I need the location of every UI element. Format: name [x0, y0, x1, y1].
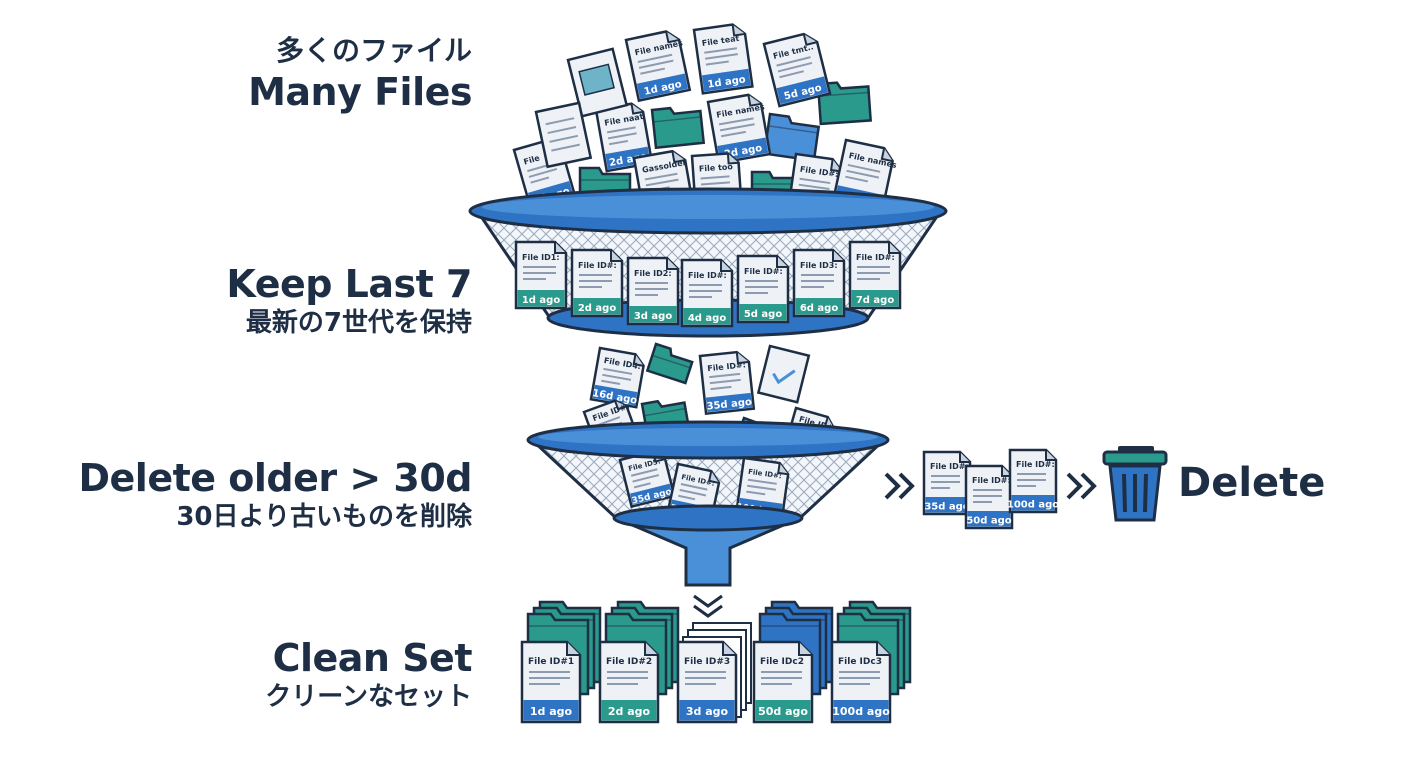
file-age: 1d ago — [522, 295, 561, 306]
file-title: File ID1: — [522, 253, 560, 262]
file-age: 2d ago — [608, 705, 651, 718]
stage-keep-en: Keep Last 7 — [226, 262, 472, 306]
file-card: File ID2: 3d ago — [626, 256, 680, 326]
file-title: File ID#: — [930, 462, 969, 471]
file-title: File ID#: — [707, 360, 746, 373]
file-card: File ID#: 7d ago — [848, 240, 902, 310]
file-title: File ID#: — [688, 271, 727, 280]
stage-delete-label: Delete older > 30d 30日より古いものを削除 — [78, 456, 472, 534]
file-card: File tmt..5d ago — [762, 32, 832, 108]
file-age: 2d ago — [578, 303, 617, 314]
clean-set-files: File ID#1 1d ago File ID#2 2d ago File ID#3 3… — [520, 600, 912, 724]
file-title: File ID#: — [1016, 460, 1055, 469]
stage-clean-en: Clean Set — [272, 636, 473, 680]
file-age: 50d ago — [758, 705, 808, 718]
file-age: 4d ago — [688, 313, 727, 324]
file-card: File ID4:16d ago — [589, 346, 645, 409]
stage-keep-label: Keep Last 7 最新の7世代を保持 — [226, 262, 472, 340]
stage-many-files-en: Many Files — [248, 70, 472, 114]
file-title: File ID#1 — [528, 657, 574, 667]
file-card: File ID#: 35d ago — [922, 450, 972, 516]
file-title: File ID#: — [856, 253, 895, 262]
file-card: File ID#1 1d ago — [520, 640, 582, 724]
stage-keep-jp: 最新の7世代を保持 — [245, 308, 472, 338]
file-card: File ID#3 3d ago — [676, 640, 738, 724]
stage-clean-jp: クリーンなセット — [265, 682, 472, 712]
spreadsheet-icon — [566, 47, 629, 118]
file-card: File ID#: 2d ago — [570, 248, 624, 318]
file-age: 7d ago — [856, 295, 895, 306]
file-card: File IDc3 100d ago — [830, 640, 892, 724]
file-card: File ID#: 35d ago — [698, 350, 756, 416]
file-card: File ID#: 100d ago — [1007, 448, 1059, 514]
file-card: File ID#: 50d ago — [964, 464, 1014, 530]
file-age: 100d ago — [1007, 500, 1059, 511]
document-icon — [534, 101, 593, 169]
checked-document-icon — [756, 344, 811, 404]
file-title: File ID2: — [634, 269, 672, 278]
stage-many-files-label: 多くのファイル Many Files — [248, 34, 472, 114]
file-title: File ID#2 — [606, 657, 652, 667]
file-age: 100d ago — [832, 705, 890, 718]
file-age: 50d ago — [966, 516, 1011, 527]
file-age: 3d ago — [634, 311, 673, 322]
arrow-down-icon — [693, 594, 723, 618]
file-age: 3d ago — [686, 705, 729, 718]
file-title: File — [523, 153, 542, 166]
delete-label: Delete — [1178, 460, 1326, 506]
file-age: 5d ago — [744, 309, 783, 320]
file-age: 6d ago — [800, 303, 839, 314]
file-title: File ID3: — [800, 261, 838, 270]
file-age: 35d ago — [924, 502, 969, 513]
arrow-to-delete-1 — [884, 472, 915, 500]
file-card: File ID#2 2d ago — [598, 640, 660, 724]
file-title: File ID#: — [744, 267, 783, 276]
file-title: File IDc2 — [760, 657, 804, 667]
file-title: File IDc3 — [838, 657, 882, 667]
file-age: 1d ago — [707, 74, 747, 90]
stage-delete-jp: 30日より古いものを削除 — [176, 502, 472, 532]
folder-icon — [650, 106, 706, 150]
file-card: File ID3: 6d ago — [792, 248, 846, 318]
stage-delete-en: Delete older > 30d — [78, 456, 472, 500]
file-title: File too — [699, 162, 734, 173]
file-title: File ID#3 — [684, 657, 730, 667]
file-age: 1d ago — [530, 705, 573, 718]
file-card: File ID#: 5d ago — [736, 254, 790, 324]
kept-files-row: File ID1: 1d ago File ID#: 2d ago File ID2: 3… — [514, 240, 902, 328]
file-title: File ID#: — [972, 476, 1011, 485]
file-card: File ID#: 4d ago — [680, 258, 734, 328]
file-age: 35d ago — [706, 397, 752, 413]
file-card: File ID1: 1d ago — [514, 240, 568, 310]
arrow-to-delete-2 — [1066, 472, 1097, 500]
second-funnel-rim — [526, 420, 890, 532]
file-card: File IDc2 50d ago — [752, 640, 814, 724]
folder-icon — [645, 342, 694, 385]
folder-icon — [763, 112, 821, 162]
stage-many-files-jp: 多くのファイル — [275, 34, 472, 67]
stage-clean-label: Clean Set クリーンなセット — [265, 636, 472, 714]
trash-icon — [1102, 446, 1168, 522]
file-title: File ID#: — [578, 261, 617, 270]
